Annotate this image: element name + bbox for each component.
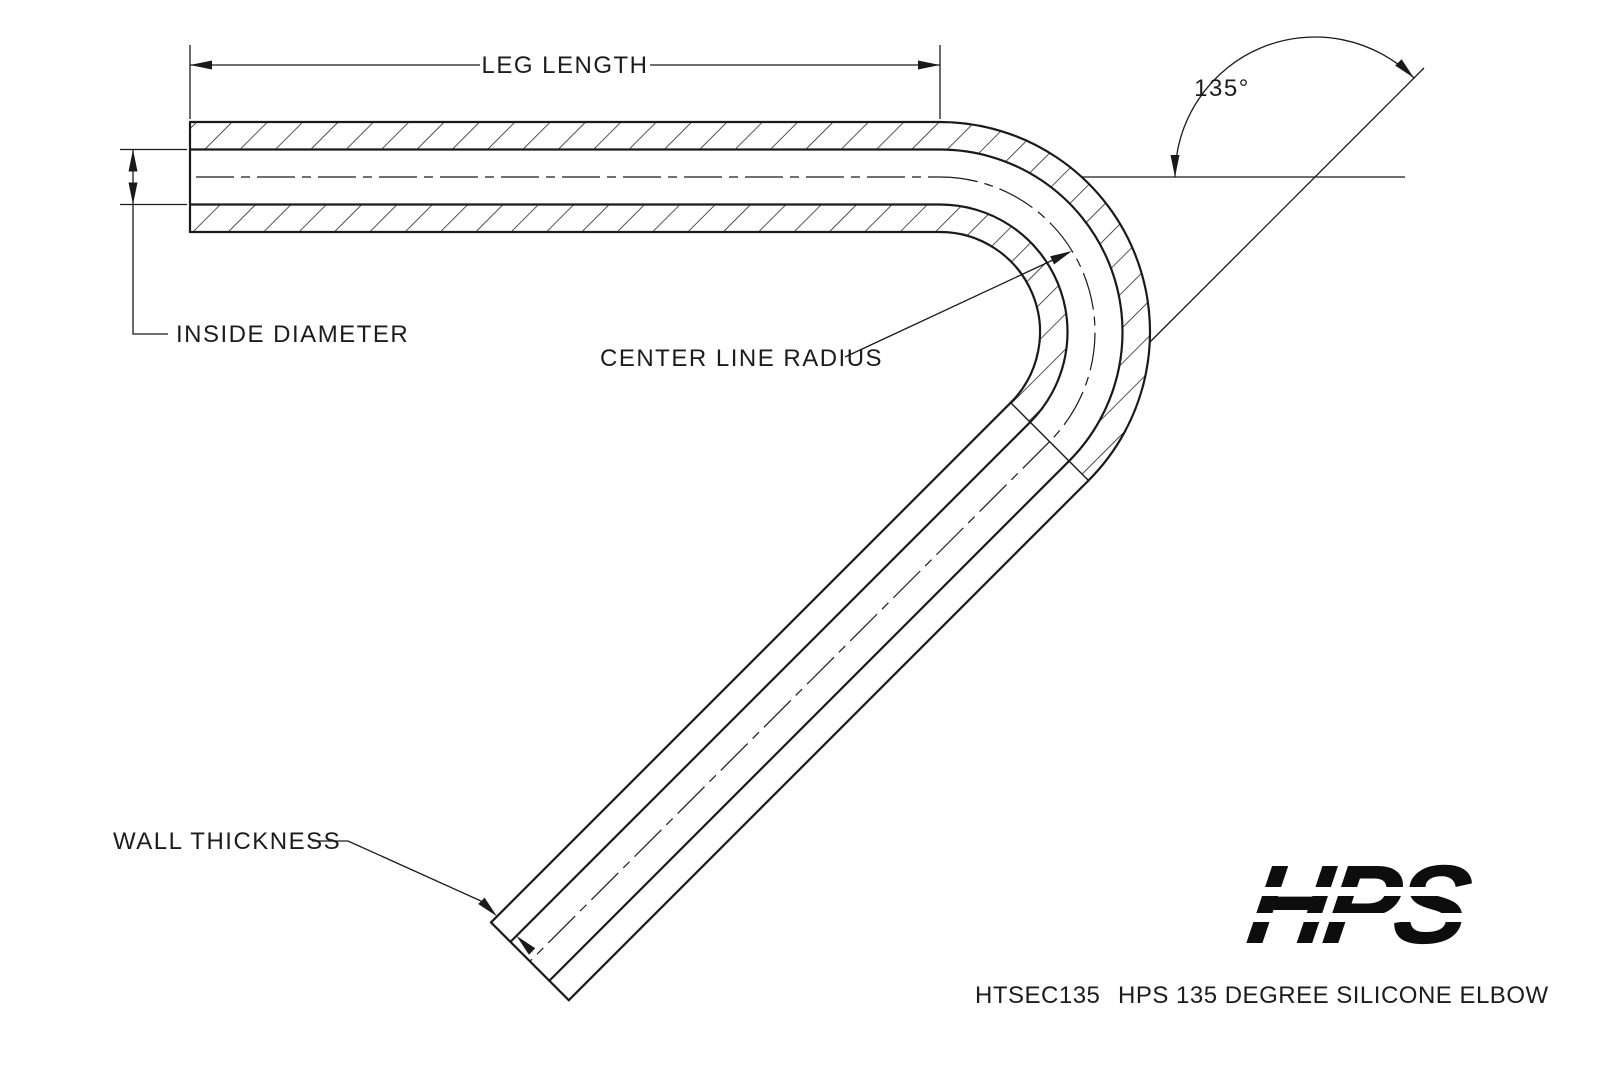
hatch-top-wall [190,122,940,150]
center-line-radius-leader [844,259,1054,358]
wall-thickness-leader [312,840,482,902]
bend-transition-line [1010,402,1090,482]
leg-length-label: LEG LENGTH [481,52,648,79]
section-hatching [190,122,1150,481]
dimension-angle: 135° [1082,36,1425,343]
inside-diameter-label: INSIDE DIAMETER [176,321,409,348]
callout-center-line-radius: CENTER LINE RADIUS [600,251,1072,372]
hps-logo-text: HPS [1241,842,1478,967]
hps-logo: HPS [1209,842,1505,967]
inside-diameter-arrow-bottom [128,182,138,205]
leg-lower-outer-line [567,479,1090,1002]
dimension-inside-diameter: INSIDE DIAMETER [120,148,409,348]
hps-logo-stripe-1 [1213,887,1505,896]
part-number: HTSEC135 [975,982,1100,1009]
angle-arrow-left [1170,155,1180,177]
angle-label: 135° [1194,75,1250,102]
part-title: HPS 135 DEGREE SILICONE ELBOW [1118,982,1549,1009]
wall-thickness-arrow-outer [478,897,497,917]
bend-inner-arc [938,230,1042,404]
hatch-bottom-wall [190,204,940,232]
angle-diagonal-line [1149,67,1425,343]
diagonal-end-cap-line [489,921,570,1002]
dimension-leg-length: LEG LENGTH [189,45,941,119]
callout-wall-thickness: WALL THICKNESS [113,828,536,955]
centerline-diagonal [529,441,1051,962]
inside-diameter-leader [132,149,168,335]
hatch-bend-outer-wall [940,122,1150,481]
leg-lower-bore-line [548,459,1071,982]
wall-thickness-arrow-inner [516,935,536,955]
bend-outer-arc [938,120,1152,482]
leg-length-arrow-left [190,60,212,70]
hatch-bend-inner-wall [940,204,1068,423]
title-block: HPS HTSEC135 HPS 135 DEGREE SILICONE ELB… [975,842,1549,1010]
centerline-bend-arc [939,176,1096,443]
inside-diameter-arrow-top [128,149,138,172]
tube-outline [188,120,1152,1002]
leg-length-arrow-right [918,60,940,70]
center-line-radius-label: CENTER LINE RADIUS [600,345,883,372]
leg-upper-outer-line [489,401,1012,924]
center-line-radius-arrow [1050,251,1072,265]
angle-arrow-right [1395,59,1414,78]
centerlines [196,176,1096,962]
wall-thickness-label: WALL THICKNESS [113,828,341,855]
bend-bore-inner-arc [938,203,1069,424]
leg-upper-bore-line [509,421,1032,943]
angle-arc [1174,36,1415,178]
bend-bore-outer-arc [938,148,1124,463]
hps-logo-stripe-2 [1209,913,1502,922]
